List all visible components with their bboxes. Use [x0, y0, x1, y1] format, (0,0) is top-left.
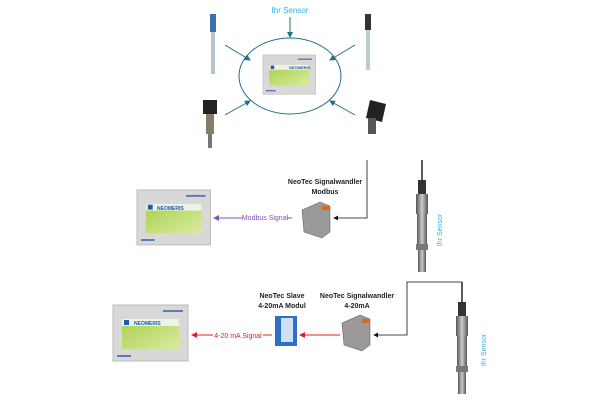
top-display-panel	[262, 54, 316, 95]
modbus-panel-logo: NEOMERIS	[157, 206, 184, 212]
slave-4-20ma-module	[275, 316, 297, 346]
analog-sensor-cable	[373, 281, 462, 338]
pressure-sensor-bottom-right	[366, 100, 386, 134]
pressure-sensor-bottom-left	[203, 100, 217, 148]
ph-probe-top-left	[210, 14, 216, 74]
analog-signal-label: 4-20 mA Signal	[214, 333, 262, 340]
slave-label-2: 4-20mA Modul	[258, 303, 306, 310]
analog-signal-converter	[341, 314, 371, 352]
analog-converter-label-2: 4-20mA	[344, 303, 369, 310]
arrow-bottom-right	[329, 100, 356, 116]
modbus-signal-label: Modbus Signal	[242, 215, 289, 222]
modbus-signal-converter	[301, 201, 331, 239]
analog-sensor-label: Ihr Sensor	[481, 333, 488, 366]
connection-ellipse	[238, 37, 342, 115]
slave-label-1: NeoTec Slave	[259, 293, 304, 300]
analog-converter-label-1: NeoTec Signalwandler	[320, 293, 394, 300]
top-sensor-label: Ihr Sensor	[272, 6, 309, 15]
analog-sensor-probe	[455, 281, 469, 395]
modbus-converter-label-2: Modbus	[312, 189, 339, 196]
modbus-sensor-cable	[333, 160, 368, 221]
analog-panel-logo: NEOMERIS	[134, 321, 161, 327]
modbus-sensor-probe	[415, 159, 429, 273]
top-panel-logo: NEOMERIS	[289, 65, 311, 70]
modbus-converter-label-1: NeoTec Signalwandler	[288, 179, 362, 186]
modbus-display-panel	[136, 189, 211, 246]
arrow-bottom-left	[224, 100, 251, 116]
modbus-sensor-label: Ihr Sensor	[437, 213, 444, 246]
arrow-top-right	[329, 44, 356, 61]
ph-probe-top-right	[365, 14, 371, 70]
arrow-top-left	[224, 44, 251, 61]
analog-display-panel	[112, 304, 189, 362]
